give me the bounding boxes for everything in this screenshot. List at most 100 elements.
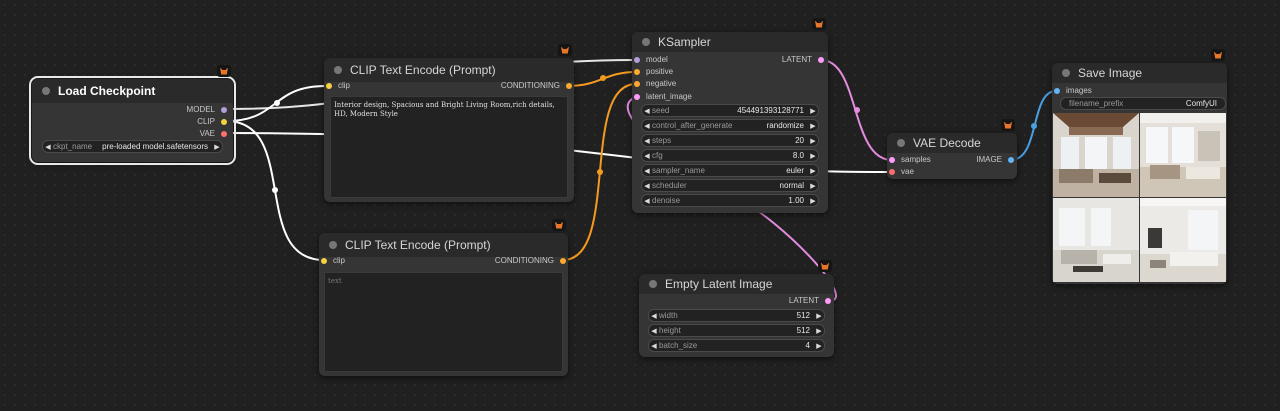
clip-text-encode-positive-node[interactable]: CLIP Text Encode (Prompt) clip CONDITION…: [324, 44, 574, 202]
arrow-right-icon[interactable]: ▶: [810, 182, 816, 190]
output-latent[interactable]: LATENT: [789, 295, 831, 307]
input-clip[interactable]: clip: [321, 255, 345, 267]
slot-dot-icon[interactable]: [560, 258, 566, 264]
slot-dot-icon[interactable]: [1054, 88, 1060, 94]
node-title[interactable]: Load Checkpoint: [32, 79, 233, 103]
node-title[interactable]: VAE Decode: [887, 133, 1017, 153]
slot-dot-icon[interactable]: [889, 157, 895, 163]
output-clip[interactable]: CLIP: [197, 116, 227, 128]
node-title[interactable]: KSampler: [632, 32, 828, 52]
input-positive[interactable]: positive: [634, 66, 673, 78]
output-conditioning[interactable]: CONDITIONING: [495, 255, 566, 267]
input-negative[interactable]: negative: [634, 78, 676, 90]
slot-dot-icon[interactable]: [566, 83, 572, 89]
output-label: IMAGE: [976, 155, 1002, 164]
arrow-left-icon[interactable]: ◀: [651, 342, 657, 350]
slot-dot-icon[interactable]: [634, 94, 640, 100]
slot-dot-icon[interactable]: [825, 298, 831, 304]
arrow-right-icon[interactable]: ▶: [810, 122, 816, 130]
arrow-right-icon[interactable]: ▶: [810, 107, 816, 115]
input-model[interactable]: model: [634, 54, 668, 66]
node-title[interactable]: CLIP Text Encode (Prompt): [324, 58, 574, 82]
arrow-right-icon[interactable]: ▶: [810, 152, 816, 160]
input-vae[interactable]: vae: [889, 166, 914, 178]
arrow-left-icon[interactable]: ◀: [644, 152, 650, 160]
node-title[interactable]: Save Image: [1052, 63, 1227, 83]
collapse-dot-icon[interactable]: [1062, 69, 1070, 77]
prompt-textarea[interactable]: Interior design, Spacious and Bright Liv…: [330, 96, 568, 198]
collapse-dot-icon[interactable]: [897, 139, 905, 147]
arrow-left-icon[interactable]: ◀: [45, 143, 51, 151]
slot-dot-icon[interactable]: [1008, 157, 1014, 163]
arrow-right-icon[interactable]: ▶: [816, 312, 822, 320]
arrow-left-icon[interactable]: ◀: [651, 327, 657, 335]
arrow-left-icon[interactable]: ◀: [644, 197, 650, 205]
slot-dot-icon[interactable]: [634, 57, 640, 63]
arrow-left-icon[interactable]: ◀: [644, 182, 650, 190]
arrow-left-icon[interactable]: ◀: [644, 107, 650, 115]
output-image[interactable]: IMAGE: [976, 154, 1014, 166]
input-label: vae: [901, 167, 914, 176]
slot-dot-icon[interactable]: [321, 258, 327, 264]
arrow-left-icon[interactable]: ◀: [644, 167, 650, 175]
output-latent[interactable]: LATENT: [782, 54, 824, 66]
arrow-left-icon[interactable]: ◀: [651, 312, 657, 320]
arrow-right-icon[interactable]: ▶: [214, 143, 220, 151]
slot-dot-icon[interactable]: [634, 69, 640, 75]
arrow-left-icon[interactable]: ◀: [644, 122, 650, 130]
fox-badge-icon: [558, 44, 572, 56]
collapse-dot-icon[interactable]: [42, 87, 50, 95]
slot-dot-icon[interactable]: [818, 57, 824, 63]
ksampler-node[interactable]: KSampler model positive negative latent_…: [632, 18, 828, 213]
input-images[interactable]: images: [1054, 85, 1092, 97]
node-title[interactable]: Empty Latent Image: [639, 274, 834, 294]
output-conditioning[interactable]: CONDITIONING: [501, 80, 572, 92]
slot-dot-icon[interactable]: [326, 83, 332, 89]
load-checkpoint-node[interactable]: Load Checkpoint MODEL CLIP VAE ◀ ckpt_na…: [29, 65, 236, 165]
arrow-right-icon[interactable]: ▶: [810, 197, 816, 205]
collapse-dot-icon[interactable]: [642, 38, 650, 46]
slot-dot-icon[interactable]: [221, 119, 227, 125]
arrow-right-icon[interactable]: ▶: [810, 137, 816, 145]
arrow-right-icon[interactable]: ▶: [810, 167, 816, 175]
collapse-dot-icon[interactable]: [649, 280, 657, 288]
slot-dot-icon[interactable]: [634, 81, 640, 87]
widget-label: ckpt_name: [53, 142, 93, 151]
output-vae[interactable]: VAE: [200, 128, 227, 140]
slot-dot-icon[interactable]: [221, 131, 227, 137]
save-image-node[interactable]: Save Image images filename_prefix ComfyU…: [1052, 49, 1227, 284]
input-samples[interactable]: samples: [889, 154, 931, 166]
output-model[interactable]: MODEL: [187, 104, 227, 116]
preview-image[interactable]: [1140, 113, 1226, 197]
input-clip[interactable]: clip: [326, 80, 350, 92]
vae-decode-node[interactable]: VAE Decode samples vae IMAGE: [887, 119, 1017, 179]
node-title[interactable]: CLIP Text Encode (Prompt): [319, 233, 568, 257]
ckpt-name-combo[interactable]: ◀ ckpt_name pre-loaded model.safetensors…: [42, 140, 223, 153]
clip-text-encode-negative-node[interactable]: CLIP Text Encode (Prompt) clip CONDITION…: [319, 219, 568, 376]
arrow-right-icon[interactable]: ▶: [816, 342, 822, 350]
filename-prefix-widget[interactable]: filename_prefix ComfyUI: [1060, 97, 1226, 110]
arrow-left-icon[interactable]: ◀: [644, 137, 650, 145]
slot-dot-icon[interactable]: [889, 169, 895, 175]
input-latent-image[interactable]: latent_image: [634, 91, 692, 103]
negative-prompt-textarea[interactable]: text: [324, 272, 563, 372]
collapse-dot-icon[interactable]: [329, 241, 337, 249]
widget-label: steps: [652, 136, 672, 145]
preview-image[interactable]: [1053, 113, 1139, 197]
preview-image[interactable]: [1140, 198, 1226, 282]
slot-dot-icon[interactable]: [221, 107, 227, 113]
arrow-right-icon[interactable]: ▶: [816, 327, 822, 335]
collapse-dot-icon[interactable]: [334, 66, 342, 74]
preview-image[interactable]: [1053, 198, 1139, 282]
